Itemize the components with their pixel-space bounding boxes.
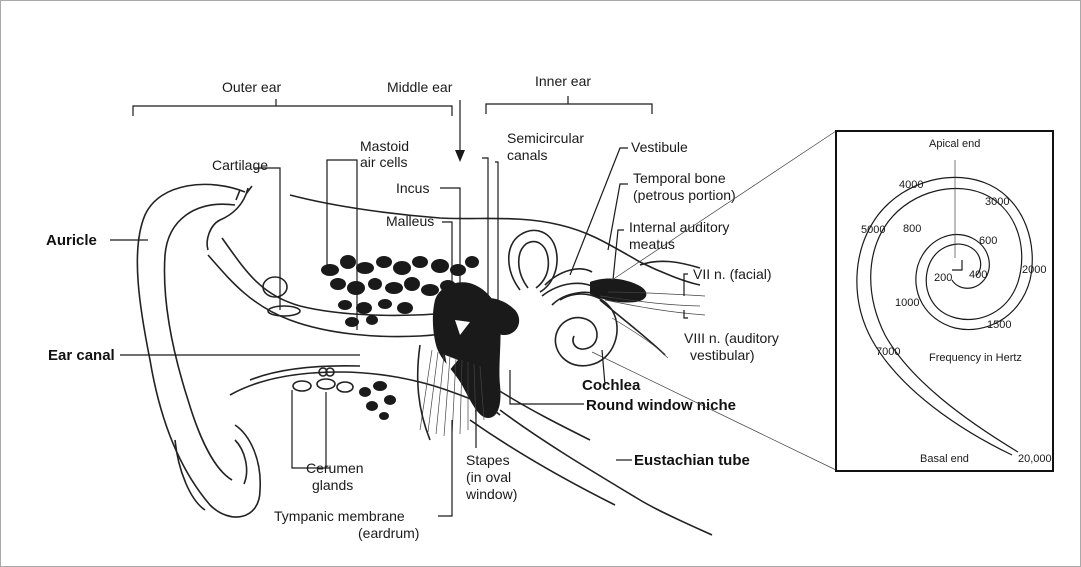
- auricle-shape: [137, 184, 260, 517]
- cerumen-label-2: glands: [312, 477, 353, 493]
- frequency-800: 800: [903, 223, 921, 235]
- outer-ear-label: Outer ear: [222, 79, 281, 95]
- frequency-7000: 7000: [876, 346, 900, 358]
- mastoid-label-1: Mastoid: [360, 138, 409, 154]
- eustachian-tube: [498, 390, 590, 440]
- stapes-label-3: window): [465, 486, 517, 502]
- tympanic-membrane-label-1: Tympanic membrane: [274, 508, 405, 524]
- cartilage-shapes: [263, 277, 353, 392]
- frequency-20000: 20,000: [1018, 453, 1052, 465]
- basal-end-label: Basal end: [920, 453, 969, 465]
- middle-ear-label: Middle ear: [387, 79, 453, 95]
- middle-ear-arrow: [455, 100, 465, 162]
- ear-canal-label: Ear canal: [48, 347, 115, 364]
- cochlea-label: Cochlea: [582, 377, 641, 394]
- apical-end-label: Apical end: [929, 138, 980, 150]
- semicircular-canals-label-2: canals: [507, 147, 547, 163]
- internal-auditory-label-1: Internal auditory: [629, 219, 729, 235]
- auricle-label: Auricle: [46, 232, 97, 249]
- incus-label: Incus: [396, 180, 429, 196]
- ossicles: [433, 282, 519, 418]
- frequency-2000: 2000: [1022, 264, 1046, 276]
- auditory-nerve-label-2: vestibular): [690, 347, 755, 363]
- frequency-3000: 3000: [985, 196, 1009, 208]
- outer-ear-bracket: [133, 99, 452, 116]
- inner-ear-label: Inner ear: [535, 73, 591, 89]
- round-window-label: Round window niche: [586, 397, 736, 414]
- vestibule-label: Vestibule: [631, 139, 688, 155]
- temporal-bone-label-1: Temporal bone: [633, 170, 726, 186]
- frequency-caption: Frequency in Hertz: [929, 352, 1022, 364]
- cartilage-label: Cartilage: [212, 157, 268, 173]
- frequency-600: 600: [979, 235, 997, 247]
- temporal-bone-label-2: (petrous portion): [633, 187, 736, 203]
- frequency-1000: 1000: [895, 297, 919, 309]
- facial-nerve-label: VII n. (facial): [693, 266, 772, 282]
- internal-auditory-label-2: meatus: [629, 236, 675, 252]
- cochlea-frequency-inset: Apical end Basal end Frequency in Hertz …: [836, 131, 1053, 471]
- frequency-400: 400: [969, 269, 987, 281]
- mastoid-label-2: air cells: [360, 154, 407, 170]
- frequency-5000: 5000: [861, 224, 885, 236]
- semicircular-canals-label-1: Semicircular: [507, 130, 584, 146]
- stapes-label-1: Stapes: [466, 452, 510, 468]
- auditory-nerve-label-1: VIII n. (auditory: [684, 330, 779, 346]
- leader-lines: [110, 148, 688, 516]
- semicircular-canals: [509, 230, 596, 296]
- eustachian-tube-label: Eustachian tube: [634, 452, 750, 469]
- malleus-label: Malleus: [386, 213, 434, 229]
- tympanic-membrane-label-2: (eardrum): [358, 525, 419, 541]
- cochlea-shape: [552, 279, 705, 366]
- inner-ear-bracket: [486, 96, 652, 114]
- cerumen-label-1: Cerumen: [306, 460, 364, 476]
- frequency-200: 200: [934, 272, 952, 284]
- frequency-4000: 4000: [899, 179, 923, 191]
- stapes-label-2: (in oval: [466, 469, 511, 485]
- frequency-1500: 1500: [987, 319, 1011, 331]
